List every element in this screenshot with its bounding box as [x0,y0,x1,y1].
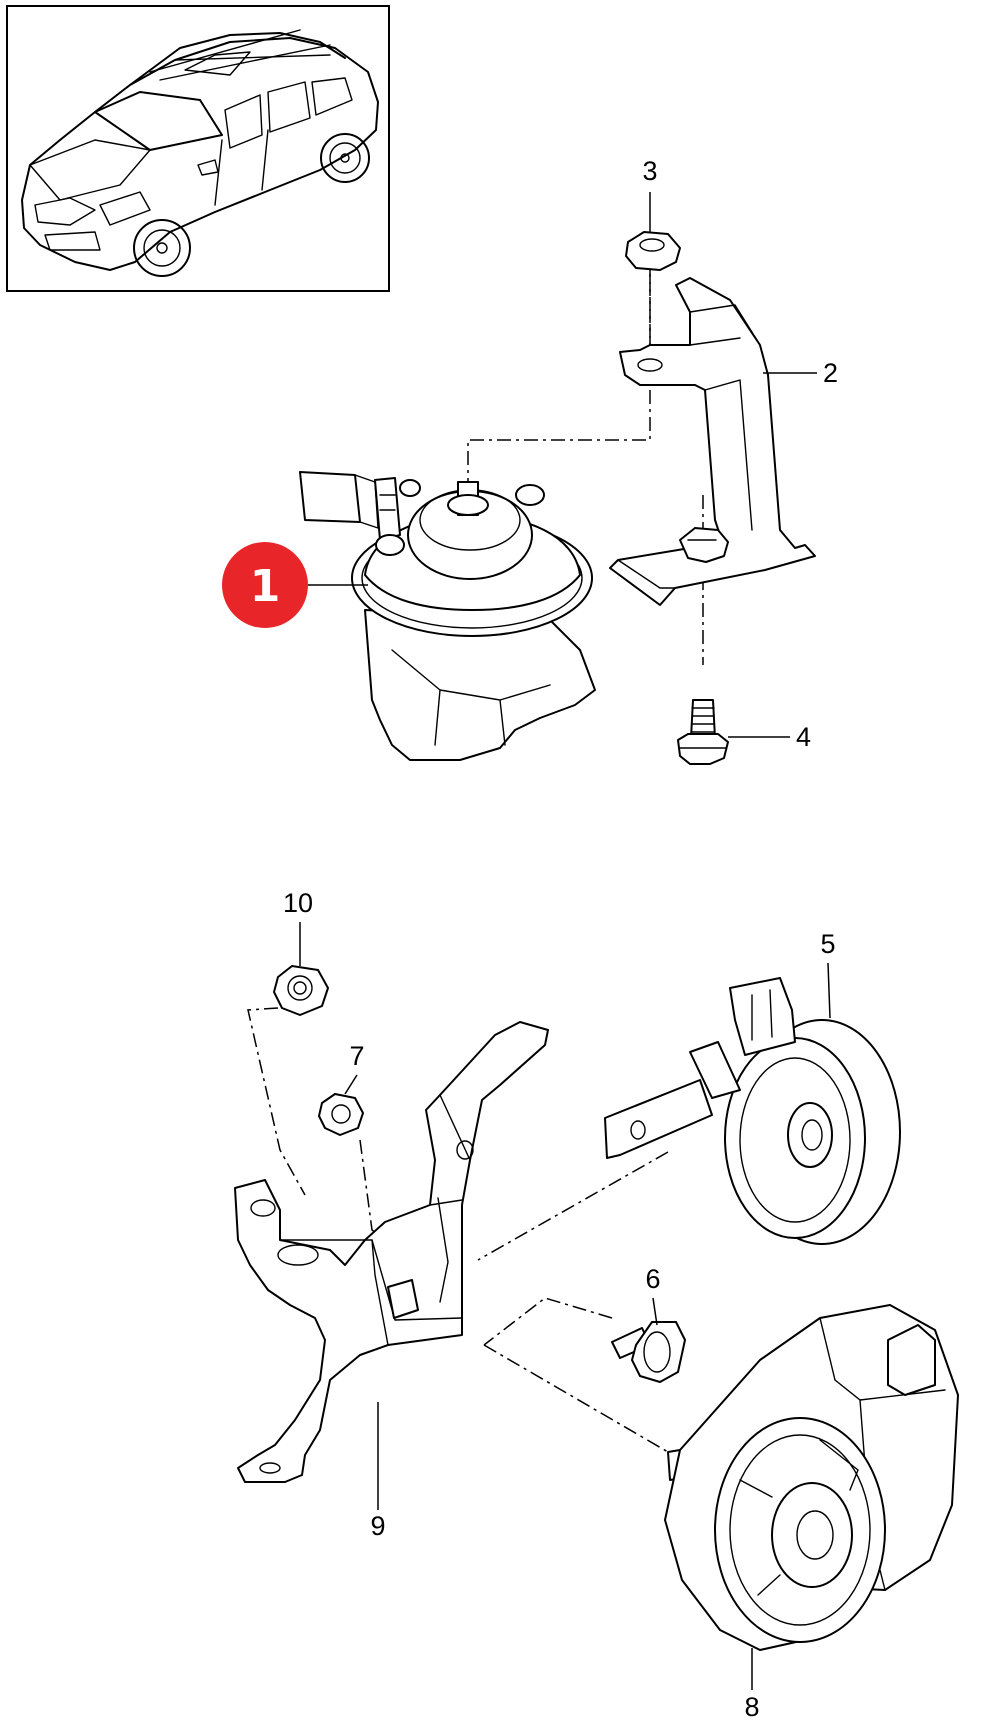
callout-1-label: 1 [250,561,281,612]
callout-3-label[interactable]: 3 [642,156,657,186]
part-4-bolt[interactable] [677,699,729,765]
assembly-line-5 [477,1151,669,1261]
leader-7 [344,1074,358,1095]
part-9-bracket[interactable] [234,1021,549,1483]
suv-illustration [21,29,379,277]
assembly-line-8 [483,1344,669,1453]
highlight-badge [222,542,308,628]
assembly-line-1-2 [467,270,651,492]
assembly-line-6 [483,1297,613,1346]
callout-9-label[interactable]: 9 [370,1511,385,1541]
callout-1-badge[interactable]: 1 [222,542,308,628]
callout-8-label[interactable]: 8 [744,1692,759,1722]
leader-5 [827,962,831,1019]
callout-2-label[interactable]: 2 [823,358,838,388]
vehicle-thumbnail [6,5,390,292]
callout-6-label[interactable]: 6 [645,1264,660,1294]
leader-6 [652,1297,658,1326]
part-1-horn[interactable] [299,471,596,761]
callout-10-label[interactable]: 10 [283,888,313,918]
assembly-line-10 [247,1007,306,1196]
part-7-nut[interactable] [318,1093,364,1136]
part-8-horn[interactable] [664,1304,959,1651]
callout-7-label[interactable]: 7 [349,1041,364,1071]
part-2-bracket[interactable] [609,277,816,606]
callout-4-label[interactable]: 4 [796,722,811,752]
part-3-nut[interactable] [625,231,681,271]
callout-5-label[interactable]: 5 [820,929,835,959]
part-5-horn[interactable] [604,977,901,1245]
part-10-nut[interactable] [273,965,329,1016]
part-6-bolt[interactable] [611,1321,686,1383]
